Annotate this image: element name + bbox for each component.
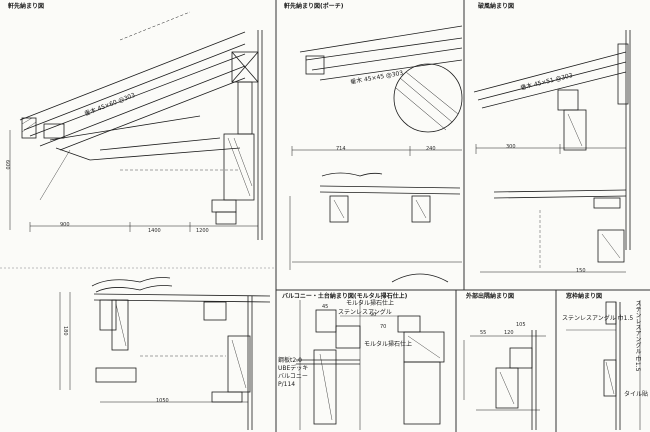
deck-note-2: UBEデッキ bbox=[278, 365, 309, 372]
gable-section-title: 破風納まり図 bbox=[478, 3, 515, 10]
dimension-180: 180 bbox=[62, 326, 68, 336]
exterior-wall-section-title: 外部出隅納まり図 bbox=[466, 293, 515, 300]
dimension-1200: 1200 bbox=[196, 228, 209, 234]
window-frame-drawing bbox=[566, 300, 641, 430]
dimension-240: 240 bbox=[426, 146, 436, 152]
tile-note: タイル貼 bbox=[624, 391, 649, 398]
dimension-70: 70 bbox=[380, 324, 387, 330]
stainless-note-3: ステンレスアングル 巾1.5 bbox=[634, 300, 641, 372]
mortar-note-mid: モルタル掃石仕上 bbox=[364, 341, 413, 348]
dimension-600: 600 bbox=[4, 160, 10, 170]
dimension-105: 105 bbox=[516, 322, 526, 328]
dimension-1050: 1050 bbox=[156, 398, 169, 404]
window-section-title: 窓枠納まり図 bbox=[566, 293, 603, 300]
dimension-1400: 1400 bbox=[148, 228, 161, 234]
pitch-note: P/114 bbox=[278, 381, 296, 388]
deck-note-1: 鋼板t2.0 bbox=[278, 357, 302, 364]
balcony-note: バルコニー bbox=[278, 373, 308, 380]
eaves-section-title: 軒先納まり図 bbox=[8, 3, 45, 10]
porch-eaves-section-title: 軒先納まり図(ポーチ) bbox=[284, 3, 344, 10]
exterior-wall-drawing bbox=[463, 330, 546, 430]
balcony-drawing bbox=[296, 300, 445, 430]
stainless-note-1: ステンレスアングル bbox=[338, 309, 392, 316]
eaves-section-drawing bbox=[9, 11, 263, 240]
dimension-90: 90 bbox=[370, 312, 377, 318]
dimension-45: 45 bbox=[322, 304, 329, 310]
dimension-714: 714 bbox=[336, 146, 346, 152]
balcony-section-title: バルコニー・土台納まり図(モルタル掃石仕上) bbox=[282, 293, 408, 300]
tile-detail-drawing bbox=[59, 277, 271, 430]
dimension-900: 900 bbox=[60, 222, 70, 228]
dimension-300: 300 bbox=[506, 144, 516, 150]
mortar-note-left: モルタル掃石仕上 bbox=[346, 300, 395, 307]
gable-drawing bbox=[473, 30, 631, 273]
porch-eaves-drawing bbox=[289, 25, 463, 283]
dimension-55: 55 bbox=[480, 330, 487, 336]
dimension-120: 120 bbox=[504, 330, 514, 336]
dimension-150: 150 bbox=[576, 268, 586, 274]
stainless-note-2: ステンレスアングル 巾1.5 bbox=[562, 315, 634, 322]
